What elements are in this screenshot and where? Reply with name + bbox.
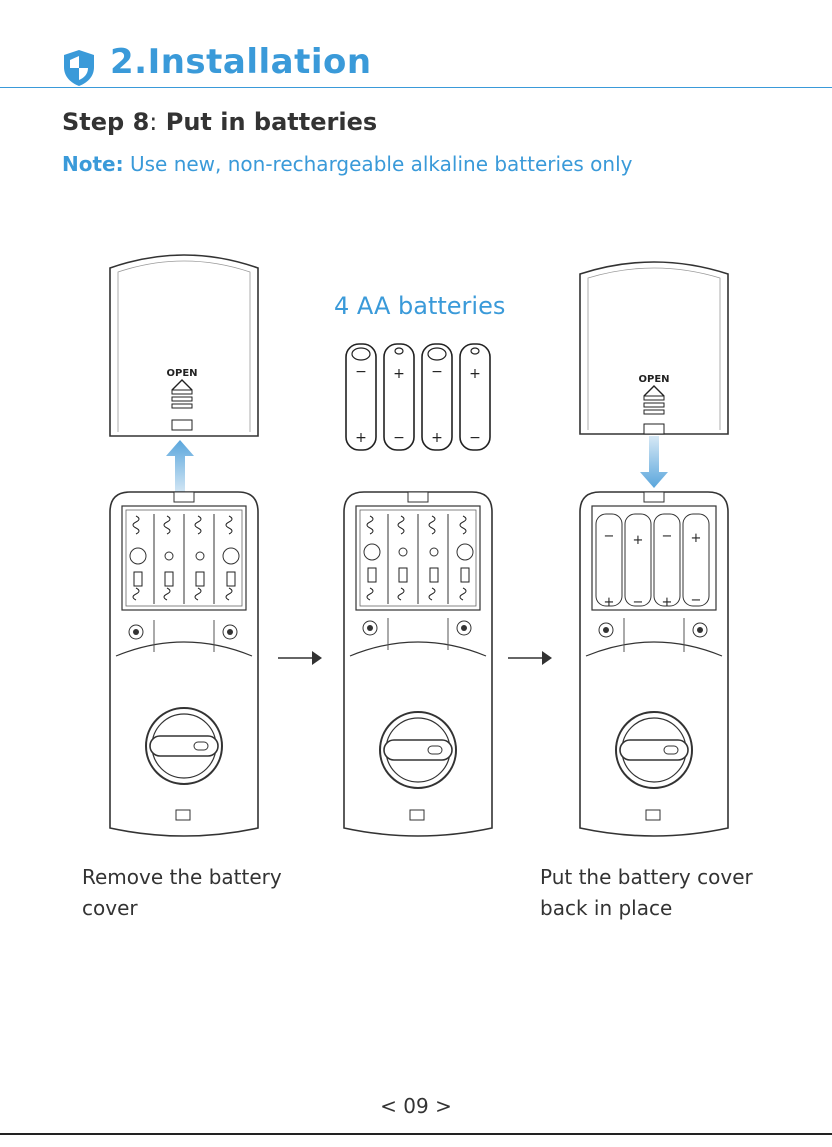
- battery-3-top-mark: −: [431, 364, 443, 380]
- battery-1-top-mark: −: [355, 364, 367, 380]
- arrow-right-2: [506, 648, 554, 668]
- footer-divider: [0, 1133, 832, 1135]
- installed-2-bottom: −: [633, 595, 644, 610]
- shield-icon: [62, 48, 96, 88]
- lock-body-batteries-installed: − + − + + − + −: [578, 488, 730, 840]
- arrow-right-1: [276, 648, 324, 668]
- battery-1: − +: [346, 344, 376, 450]
- installed-3-top: −: [662, 529, 673, 544]
- caption-replace-cover: Put the battery cover back in place: [540, 862, 800, 924]
- section-header: 2.Installation: [0, 40, 832, 90]
- step-heading: Step 8: Put in batteries: [62, 108, 377, 136]
- lock-body-empty: [108, 488, 260, 840]
- installed-4-top: +: [691, 531, 702, 546]
- installed-2-top: +: [633, 533, 644, 548]
- battery-4-bottom-mark: −: [469, 430, 481, 446]
- installed-1-bottom: +: [604, 595, 615, 610]
- step-title: Put in batteries: [166, 108, 377, 136]
- batteries-label: 4 AA batteries: [334, 292, 505, 320]
- note: Note: Use new, non-rechargeable alkaline…: [62, 152, 632, 176]
- cover-open-label-2: OPEN: [638, 374, 669, 385]
- cover-open-label: OPEN: [166, 368, 197, 379]
- caption-remove-cover: Remove the battery cover: [82, 862, 322, 924]
- battery-4-top-mark: +: [469, 366, 481, 382]
- lock-body-open-compartment: [342, 488, 494, 840]
- section-title: 2.Installation: [110, 42, 372, 82]
- battery-4: + −: [460, 344, 490, 450]
- installed-3-bottom: +: [662, 595, 673, 610]
- installed-4-bottom: −: [691, 593, 702, 608]
- battery-2-top-mark: +: [393, 366, 405, 382]
- battery-3: − +: [422, 344, 452, 450]
- battery-2-bottom-mark: −: [393, 430, 405, 446]
- note-text: Use new, non-rechargeable alkaline batte…: [130, 152, 633, 176]
- battery-1-bottom-mark: +: [355, 430, 367, 446]
- batteries-illustration: − + + − − + + −: [336, 338, 496, 456]
- page-number: < 09 >: [0, 1094, 832, 1118]
- replace-arrow-down: [634, 434, 674, 490]
- battery-cover-removed: OPEN: [108, 250, 260, 440]
- battery-2: + −: [384, 344, 414, 450]
- step-separator: :: [149, 108, 157, 136]
- note-label: Note:: [62, 152, 124, 176]
- step-label: Step 8: [62, 108, 149, 136]
- header-divider: [0, 87, 832, 88]
- battery-3-bottom-mark: +: [431, 430, 443, 446]
- installed-1-top: −: [604, 529, 615, 544]
- battery-cover-replacing: OPEN: [578, 258, 730, 438]
